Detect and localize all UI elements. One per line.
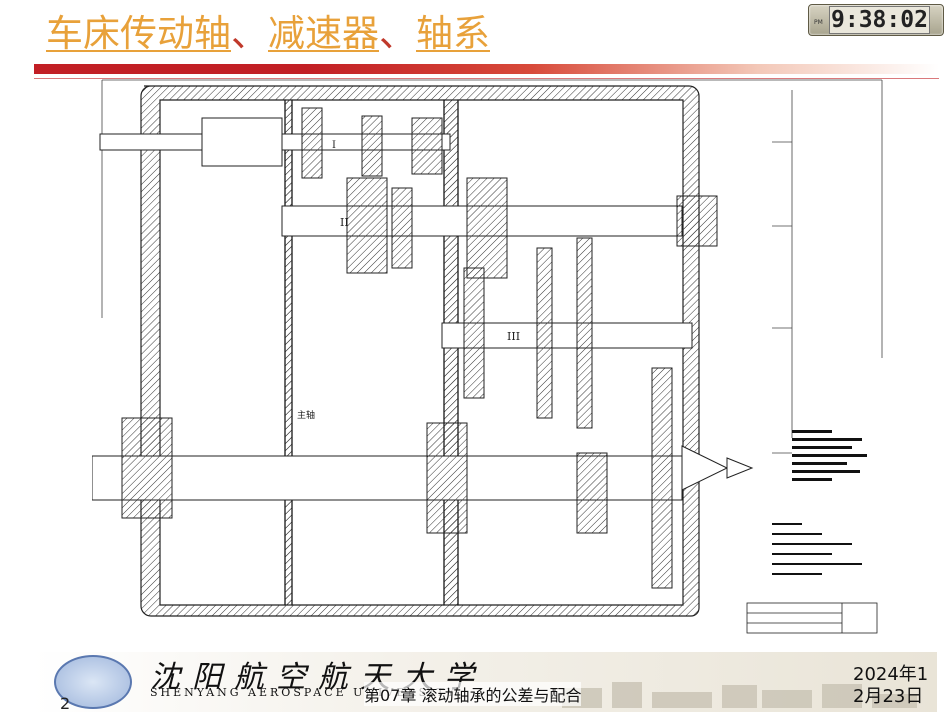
title-separator: 、 <box>231 12 268 55</box>
title-block <box>746 602 878 634</box>
clock-meridiem: PM <box>814 19 823 26</box>
shaft-ii: II <box>281 177 718 279</box>
clock-time: 9:38:02 <box>829 6 930 34</box>
svg-text:II: II <box>340 216 349 229</box>
svg-text:I: I <box>332 140 336 151</box>
slide-title: 车床传动轴、减速器、轴系 <box>46 6 490 62</box>
slide-footer: 沈阳航空航天大学 SHENYANG AEROSPACE UNIVERSITY 2… <box>32 652 937 713</box>
shaft-i: I <box>99 107 451 179</box>
slide-date-line1: 2024年1 <box>853 664 929 685</box>
svg-text:III: III <box>507 330 520 343</box>
title-underline-bar <box>34 64 939 74</box>
clock-widget: PM 9:38:02 <box>808 4 944 36</box>
main-spindle: 主轴 <box>92 367 754 589</box>
title-thin-line <box>34 78 939 79</box>
dimension-lines <box>101 79 883 454</box>
title-keyword-reducer[interactable]: 减速器 <box>268 12 379 55</box>
slide-page-number: 2 <box>60 694 71 713</box>
university-logo-icon <box>54 655 132 709</box>
slide-date: 2024年1 2月23日 <box>853 664 935 708</box>
parts-list <box>772 430 867 575</box>
title-keyword-lathe-shaft[interactable]: 车床传动轴 <box>46 12 231 55</box>
gearbox-drawing: I II III 主轴 <box>92 79 883 634</box>
svg-text:主轴: 主轴 <box>297 409 315 421</box>
slide-date-line2: 2月23日 <box>853 686 924 707</box>
title-separator: 、 <box>379 12 416 55</box>
shaft-iii: III <box>441 237 693 429</box>
title-keyword-shaft-system[interactable]: 轴系 <box>416 12 490 55</box>
chapter-title: 第07章 滚动轴承的公差与配合 <box>364 682 582 706</box>
